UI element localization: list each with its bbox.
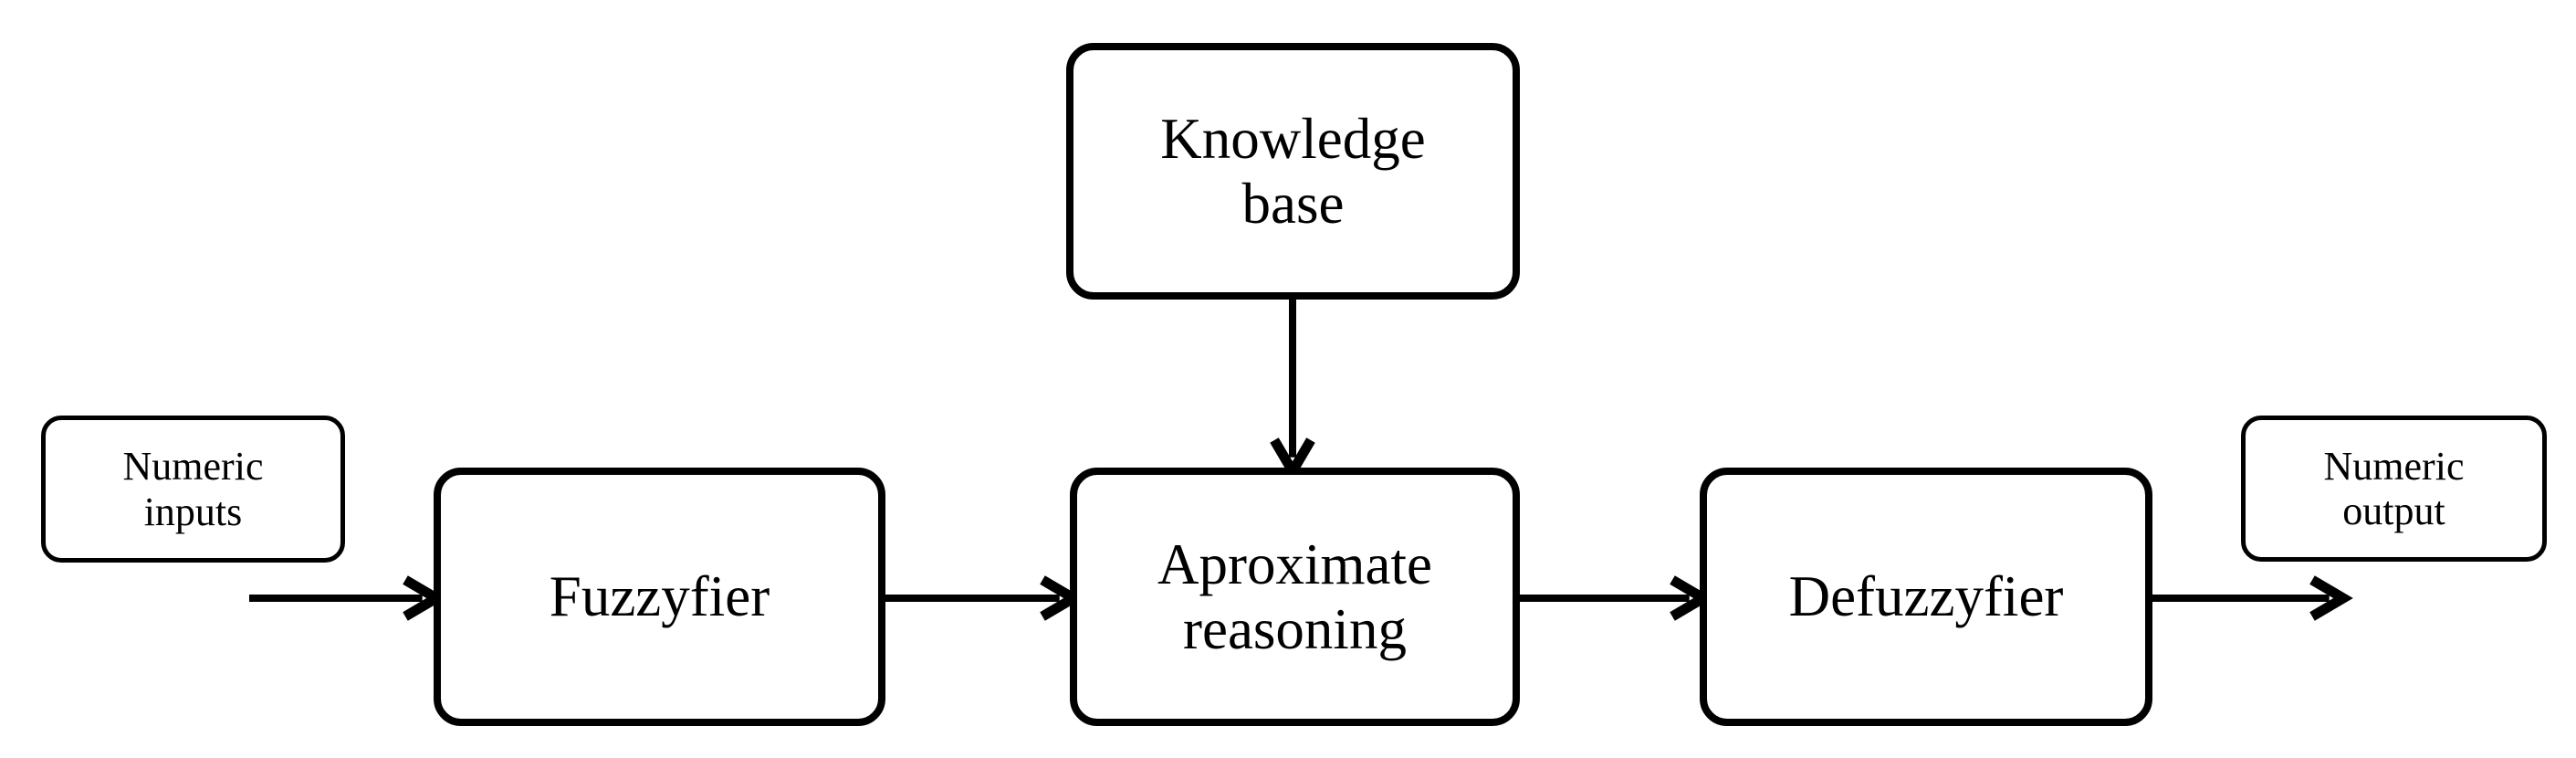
edge-knowledge-base-to-reasoning xyxy=(1270,300,1315,481)
edge-input-to-fuzzyfier xyxy=(249,575,446,621)
arrowhead-icon xyxy=(403,575,446,621)
node-fuzzyfier[interactable]: Fuzzyfier xyxy=(434,468,885,726)
node-knowledge-base-label: Knowledge base xyxy=(1160,106,1426,236)
node-numeric-output[interactable]: Numeric output xyxy=(2241,416,2547,562)
node-knowledge-base[interactable]: Knowledge base xyxy=(1066,43,1520,300)
edge-fuzzyfier-to-reasoning xyxy=(882,575,1084,621)
node-defuzzyfier-label: Defuzzyfier xyxy=(1788,564,2064,629)
arrowhead-icon xyxy=(2309,575,2353,621)
node-defuzzyfier[interactable]: Defuzzyfier xyxy=(1700,468,2152,726)
arrowhead-icon xyxy=(1670,575,1713,621)
node-fuzzyfier-label: Fuzzyfier xyxy=(549,564,770,629)
edge-defuzzyfier-to-output xyxy=(2149,575,2353,621)
node-numeric-output-label: Numeric output xyxy=(2323,443,2465,533)
arrowhead-icon xyxy=(1040,575,1084,621)
node-approximate-reasoning-label: Aproximate reasoning xyxy=(1157,532,1432,661)
arrowhead-icon xyxy=(1270,437,1315,481)
node-numeric-inputs-label: Numeric inputs xyxy=(122,444,264,534)
edge-reasoning-to-defuzzyfier xyxy=(1516,575,1713,621)
node-numeric-inputs[interactable]: Numeric inputs xyxy=(41,416,345,563)
node-approximate-reasoning[interactable]: Aproximate reasoning xyxy=(1070,468,1520,726)
